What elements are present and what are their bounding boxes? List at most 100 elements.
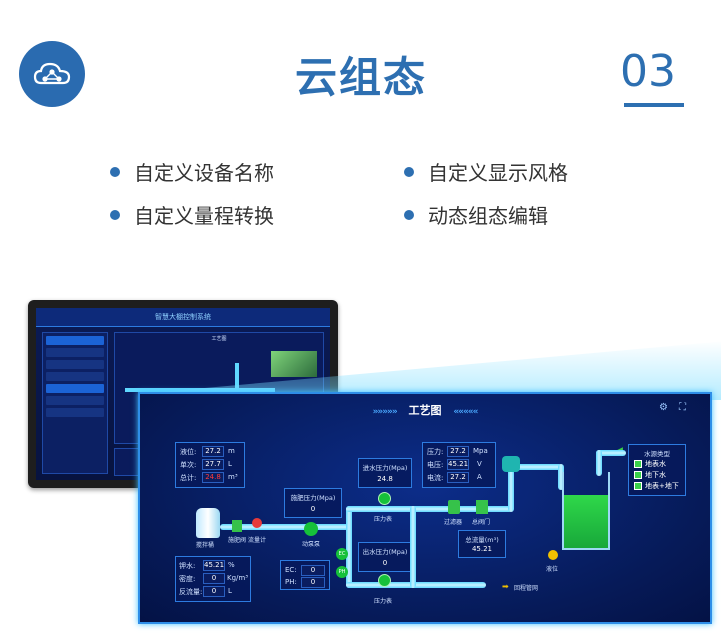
pipe-segment [508,464,562,470]
ec-sensor-icon: EC [336,548,348,560]
process-panel: »»»»» 工艺图 ««««« ⚙ ⛶ 液位: 27.2 m 单次: 27.7 … [138,392,712,624]
water-source-option[interactable]: 地下水 [634,470,666,480]
total-label: 总计: [180,474,197,482]
single-label: 单次: [180,461,197,469]
main-pump-icon[interactable] [502,456,520,472]
pipe-segment [596,450,626,456]
section-number: 03 [620,46,676,97]
density-unit: Kg/m³ [227,574,249,582]
pipe-segment [596,450,602,476]
ec-ph-box: EC: 0 PH: 0 [280,560,330,590]
cloud-network-icon [33,62,71,85]
water-source-option[interactable]: 地表+地下 [634,481,679,491]
checkbox-icon[interactable] [634,460,642,468]
backflow-label: 反流量: [179,588,203,596]
flow-value: 45.21 [471,545,493,553]
arrow-right-icon: ➡ [502,582,509,591]
screen-greenhouse-image [271,351,317,377]
screen-sidebar-item [46,384,104,393]
ratio-unit: % [228,561,235,569]
main-valve-label: 总阀门 [472,519,491,526]
ratio-box: 钾水: 45.21 % 密度: 0 Kg/m³ 反流量: 0 L [175,556,251,602]
fert-pressure-box: 施肥压力(Mpa) 0 [284,488,342,518]
total-unit: m³ [228,473,238,481]
checkbox-icon[interactable] [634,482,642,490]
chevrons-left-icon: ««««« [453,407,478,417]
pipe-segment [558,464,564,490]
screen-header: 智慧大棚控制系统 [36,308,330,327]
water-source-option[interactable]: 地表水 [634,459,666,469]
pump-label: 动泵泵 [302,541,321,548]
pump-icon[interactable] [304,522,318,536]
settings-icon[interactable]: ⚙ [659,402,668,413]
pressure-value: 27.2 [447,446,469,457]
bullet-icon [110,166,120,177]
feature-item: 自定义显示风格 [404,157,568,186]
flowmeter-label: 流量计 [248,537,267,544]
flow-box: 总流量(m³) 45.21 [458,530,506,558]
water-source-title: 水源类型 [644,450,670,458]
inlet-pressure-box: 进水压力(Mpa) 24.8 [358,458,412,488]
total-value: 24.8 [202,472,224,483]
pipe-segment [410,506,416,588]
density-value: 0 [203,573,225,584]
feature-label: 自定义量程转换 [134,204,274,228]
page-title: 云组态 [294,53,427,102]
level-label: 液位: [180,448,197,456]
panel-title: 工艺图 [408,404,442,417]
level-unit: m [228,447,235,455]
screen-sidebar-item [46,408,104,417]
screen-sidebar-item [46,396,104,405]
screen-sidebar-item [46,336,104,345]
water-source-option-label: 地下水 [645,471,666,479]
outlet-pressure-title: 出水压力(Mpa) [362,548,408,556]
pipe-segment [346,506,512,512]
single-unit: L [228,460,232,468]
feature-label: 动态组态编辑 [428,204,548,228]
bullet-icon [404,166,414,177]
feature-label: 自定义显示风格 [428,161,568,185]
screen-sidebar-item [46,360,104,369]
checkbox-icon[interactable] [634,471,642,479]
pipe-segment [220,524,350,530]
section-number-underline [624,103,684,107]
water-source-option-label: 地表+地下 [645,482,679,490]
current-unit: A [477,473,482,481]
fullscreen-icon[interactable]: ⛶ [679,402,686,413]
screen-pipe [235,363,239,393]
water-source-box: 水源类型 地表水 地下水 地表+地下 [628,444,686,496]
main-valve-icon[interactable] [476,500,488,514]
pressure-gauge-top-label: 压力表 [374,516,393,523]
mixing-tank-label: 搅拌桶 [196,542,215,549]
ratio-value: 45.21 [203,560,225,571]
filter-icon[interactable] [448,500,460,514]
screen-sidebar [42,332,108,474]
electric-box: 压力: 27.2 Mpa 电压: 45.21 V 电流: 27.2 A [422,442,496,488]
mixing-tank-icon[interactable] [196,508,220,538]
voltage-unit: V [477,460,482,468]
chevrons-right-icon: »»»»» [372,407,398,417]
ph-sensor-icon: PH [336,566,348,578]
fert-pressure-value: 0 [310,505,316,513]
outlet-pressure-box: 出水压力(Mpa) 0 [358,542,412,572]
backflow-unit: L [228,587,232,595]
ph-value: 0 [301,577,325,588]
panel-title-bar: »»»»» 工艺图 ««««« [140,402,710,418]
fert-valve-icon[interactable] [232,520,242,532]
screen-subtitle: 工艺图 [211,336,227,342]
voltage-value: 45.21 [447,459,469,470]
current-label: 电流: [427,474,444,482]
pressure-gauge-bottom-label: 压力表 [374,598,393,605]
density-label: 密度: [179,575,196,583]
inlet-pressure-title: 进水压力(Mpa) [362,464,408,472]
feature-item: 自定义量程转换 [110,200,274,229]
bullet-icon [404,209,414,220]
inlet-pressure-value: 24.8 [377,475,393,483]
water-source-option-label: 地表水 [645,460,666,468]
pressure-label: 压力: [427,448,444,456]
flowmeter-icon [252,518,262,528]
ph-label: PH: [285,578,297,586]
single-value: 27.7 [202,459,224,470]
ratio-label: 钾水: [179,562,196,570]
outlet-pressure-value: 0 [382,559,388,567]
